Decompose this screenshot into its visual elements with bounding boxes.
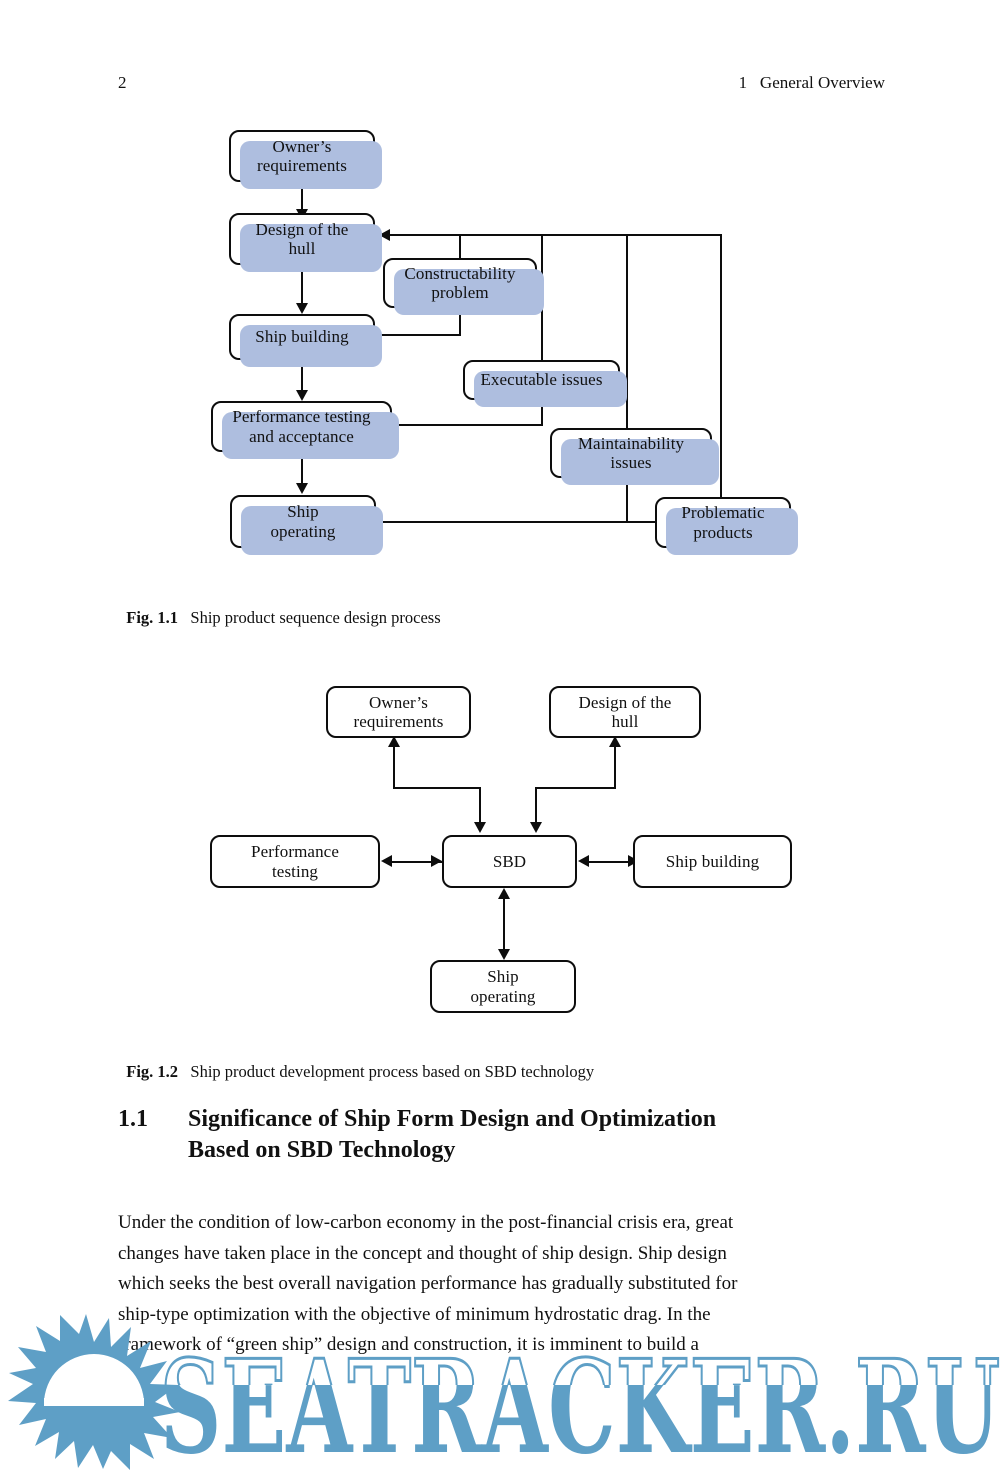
node-owners-requirements[interactable]: Owner’s requirements [229,130,382,189]
elbow-right-descender [535,787,538,824]
node-line: products [693,522,753,542]
connector-sbd-shipoperating [503,898,506,952]
node-performance-testing-and-acceptance[interactable]: Performance testing and acceptance [211,401,399,459]
paragraph-line: changes have taken place in the concept … [118,1242,727,1264]
performance-feedback-line [392,424,543,427]
figure-1-2-caption-text: Ship product development process based o… [190,1062,595,1081]
page-number: 2 [118,73,127,92]
figure-1-1-caption-label: Fig. 1.1 [126,608,179,627]
node-problematic-products[interactable]: Problematic products [655,497,798,555]
node-line: Design of the [578,692,672,712]
node-line: Performance [251,842,339,862]
node-line: requirements [257,156,347,175]
figure-1-2-caption: Fig. 1.2 Ship product development proces… [118,1039,594,1083]
section-heading: 1.1 Significance of Ship Form Design and … [118,1104,898,1166]
feedback-arrow-into-design [379,228,390,241]
node-sbd[interactable]: SBD [442,835,577,888]
elbow-left-horizontal [393,787,481,790]
flow-building-to-performance [301,360,304,392]
figure-1-1-caption: Fig. 1.1 Ship product sequence design pr… [118,585,441,629]
section-number: 1.1 [118,1106,148,1132]
node-line: issues [610,453,652,472]
feedback-bus-horizontal [390,234,721,237]
section-title-line-2: Based on SBD Technology [188,1137,456,1163]
node-line: Maintainability [577,433,685,453]
arrow-left-to-sbd-from-right [578,855,589,867]
riser-maintainability [626,234,629,522]
figure-1-2-caption-label: Fig. 1.2 [126,1062,179,1081]
elbow-left-riser [393,746,396,788]
node-line: operating [270,521,336,541]
paragraph-line: framework of “green ship” design and con… [118,1334,699,1355]
node-ship-operating-sbd[interactable]: Ship operating [430,960,576,1013]
shipbuilding-feedback-line [375,334,461,337]
arrow-down-into-sbd-right [529,822,542,833]
flow-design-to-building [301,265,304,305]
figure-1-1-caption-text: Ship product sequence design process [190,608,441,627]
node-line: Performance testing [232,407,371,427]
node-line: Design of the [255,219,349,239]
node-owners-requirements-sbd[interactable]: Owner’s requirements [326,686,471,738]
node-line: hull [288,239,316,258]
node-design-of-the-hull-sbd[interactable]: Design of the hull [549,686,701,738]
node-line: Constructability [404,263,516,283]
node-constructability-problem[interactable]: Constructability problem [383,258,544,315]
flow-arrow-design-to-building [295,303,308,314]
node-line: Executable issues [480,370,603,390]
elbow-right-riser [614,746,617,788]
node-line: Ship building [665,851,760,871]
paragraph-line: ship-type optimization with the objectiv… [118,1303,711,1325]
node-design-of-the-hull[interactable]: Design of the hull [229,213,382,272]
node-ship-building[interactable]: Ship building [229,314,382,367]
section-title-line-1: Significance of Ship Form Design and Opt… [188,1106,717,1132]
chapter-title: 1 General Overview [738,73,885,92]
arrow-right-to-sbd-from-left [431,855,442,867]
elbow-right-horizontal [535,787,616,790]
node-performance-testing-sbd[interactable]: Performance testing [210,835,380,888]
arrow-up-into-design-of-hull [608,736,621,747]
shipoperating-feedback-line [376,521,657,524]
riser-problematic [720,234,723,511]
elbow-left-descender [479,787,482,824]
node-line: Owner’s [272,136,332,156]
node-executable-issues[interactable]: Executable issues [463,360,627,407]
flow-performance-to-operating [301,452,304,485]
node-line: Owner’s [369,692,428,712]
node-line: hull [611,712,639,731]
connector-sbd-shipbuilding [588,860,639,863]
riser-executable [541,234,544,425]
arrow-down-into-sbd-left [473,822,486,833]
node-line: SBD [492,851,527,871]
arrow-down-to-ship-operating [497,949,510,960]
watermark-logo-dome [44,1354,144,1406]
node-line: problem [431,283,489,302]
node-line: requirements [353,712,444,731]
body-paragraph: Under the condition of low-carbon econom… [118,1208,886,1361]
connector-performance-sbd [391,860,442,863]
node-line: and acceptance [249,426,354,446]
node-line: Ship [287,502,319,522]
node-ship-building-sbd[interactable]: Ship building [633,835,792,888]
arrow-left-to-performance-testing [381,855,392,867]
figure-1-2: Owner’s requirements Design of the hull … [150,672,870,1022]
paragraph-line: which seeks the best overall navigation … [118,1273,738,1294]
flow-arrow-building-to-performance [295,390,308,401]
arrow-up-to-sbd-from-bottom [497,888,510,899]
arrow-up-into-owners-requirements [387,736,400,747]
flow-arrow-performance-to-operating [295,483,308,494]
node-line: Problematic [681,503,765,523]
node-line: testing [271,861,319,881]
figure-1-1: Owner’s requirements Design of the hull … [150,110,870,570]
flow-owner-to-design [301,182,304,211]
node-maintainability-issues[interactable]: Maintainability issues [550,428,719,485]
node-line: operating [470,986,536,1006]
node-line: Ship [487,967,519,987]
running-head: 2 1 General Overview [118,72,885,94]
node-ship-operating[interactable]: Ship operating [230,495,383,555]
paragraph-line: Under the condition of low-carbon econom… [118,1212,734,1233]
node-line: Ship building [255,327,349,347]
